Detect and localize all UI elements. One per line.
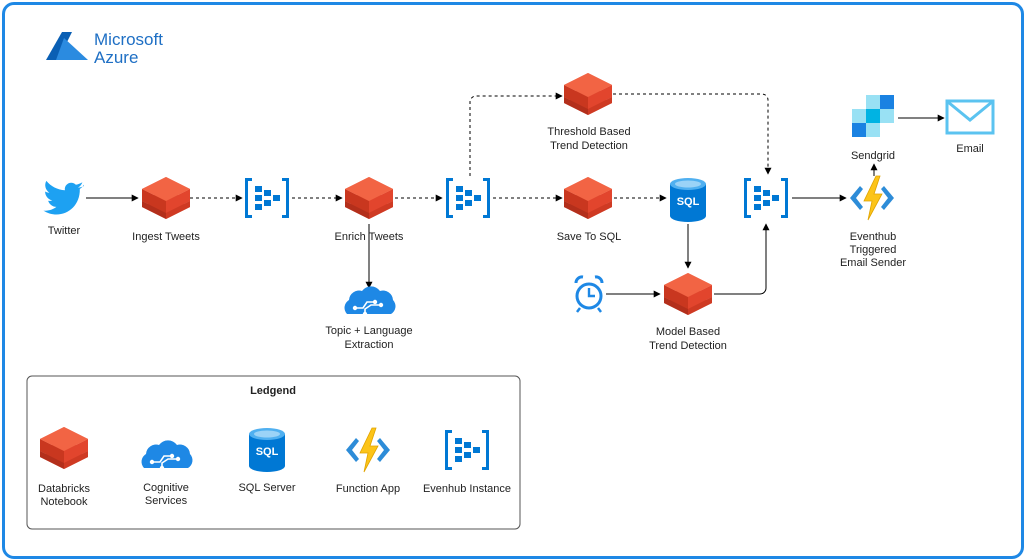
- ingest-tweets-node: Ingest Tweets: [132, 177, 200, 243]
- twitter-icon: [43, 180, 84, 215]
- legend-cognitive-line1: Cognitive: [143, 482, 189, 494]
- azure-logo: Microsoft Azure: [46, 30, 163, 67]
- eventhub-node-3: [744, 178, 788, 218]
- topic-label-line2: Extraction: [345, 339, 394, 351]
- email-node: Email: [945, 99, 995, 155]
- legend-cognitive-line2: Services: [145, 495, 188, 507]
- model-trend-node: Model Based Trend Detection: [649, 273, 727, 352]
- twitter-node: Twitter: [43, 180, 84, 237]
- legend-item-cognitive: Cognitive Services: [140, 439, 194, 507]
- legend-eventhub-label: Evenhub Instance: [423, 483, 511, 495]
- eventhub-node-1: [245, 178, 289, 218]
- sender-label-line3: Email Sender: [840, 257, 906, 269]
- ingest-tweets-label: Ingest Tweets: [132, 231, 200, 243]
- threshold-trend-node: Threshold Based Trend Detection: [547, 73, 631, 152]
- envelope-icon: [945, 99, 995, 135]
- databricks-icon: [564, 73, 612, 115]
- connectors: [86, 92, 945, 298]
- legend-item-eventhub: Evenhub Instance: [423, 430, 511, 495]
- sender-label-line2: Triggered: [850, 244, 897, 256]
- legend-sql-icon-text: SQL: [256, 446, 279, 458]
- sendgrid-icon: [852, 95, 894, 137]
- save-to-sql-label: Save To SQL: [557, 231, 622, 243]
- threshold-label-line2: Trend Detection: [550, 140, 628, 152]
- legend-sql-label: SQL Server: [238, 482, 295, 494]
- function-app-icon: [849, 175, 895, 221]
- legend-item-databricks: Databricks Notebook: [38, 427, 90, 508]
- twitter-label: Twitter: [48, 225, 81, 237]
- sql-icon-text: SQL: [677, 196, 700, 208]
- topic-label-line1: Topic + Language: [325, 325, 412, 337]
- enrich-tweets-node: Enrich Tweets: [335, 177, 404, 243]
- topic-extraction-node: Topic + Language Extraction: [325, 285, 413, 351]
- model-label-line1: Model Based: [656, 326, 720, 338]
- sendgrid-label: Sendgrid: [851, 150, 895, 162]
- sql-db-node: SQL: [670, 178, 706, 222]
- brand-line2: Azure: [94, 48, 138, 67]
- legend-databricks-line1: Databricks: [38, 483, 90, 495]
- scheduler-node: [574, 275, 604, 313]
- legend-title: Ledgend: [250, 385, 296, 397]
- databricks-icon: [142, 177, 190, 219]
- enrich-tweets-label: Enrich Tweets: [335, 231, 404, 243]
- eventhub-icon: [245, 178, 289, 218]
- legend-databricks-line2: Notebook: [40, 496, 88, 508]
- model-label-line2: Trend Detection: [649, 340, 727, 352]
- brand-line1: Microsoft: [94, 30, 163, 49]
- alarm-clock-icon: [574, 275, 604, 313]
- databricks-icon: [564, 177, 612, 219]
- azure-logo-icon: [46, 32, 72, 60]
- eventhub-node-2: [446, 178, 490, 218]
- databricks-icon: [345, 177, 393, 219]
- eventhub-icon: [744, 178, 788, 218]
- sender-label-line1: Eventhub: [850, 231, 896, 243]
- email-sender-node: Eventhub Triggered Email Sender: [840, 175, 906, 269]
- email-label: Email: [956, 143, 984, 155]
- threshold-label-line1: Threshold Based: [547, 126, 630, 138]
- legend: Ledgend Databricks Notebook Cognitive Se…: [26, 375, 521, 530]
- databricks-icon: [664, 273, 712, 315]
- legend-item-sql: SQL SQL Server: [238, 428, 296, 494]
- cognitive-services-icon: [343, 285, 397, 318]
- save-to-sql-node: Save To SQL: [557, 177, 622, 243]
- legend-item-function: Function App: [336, 427, 400, 495]
- sendgrid-node: Sendgrid: [851, 95, 895, 162]
- legend-function-label: Function App: [336, 483, 400, 495]
- eventhub-icon: [446, 178, 490, 218]
